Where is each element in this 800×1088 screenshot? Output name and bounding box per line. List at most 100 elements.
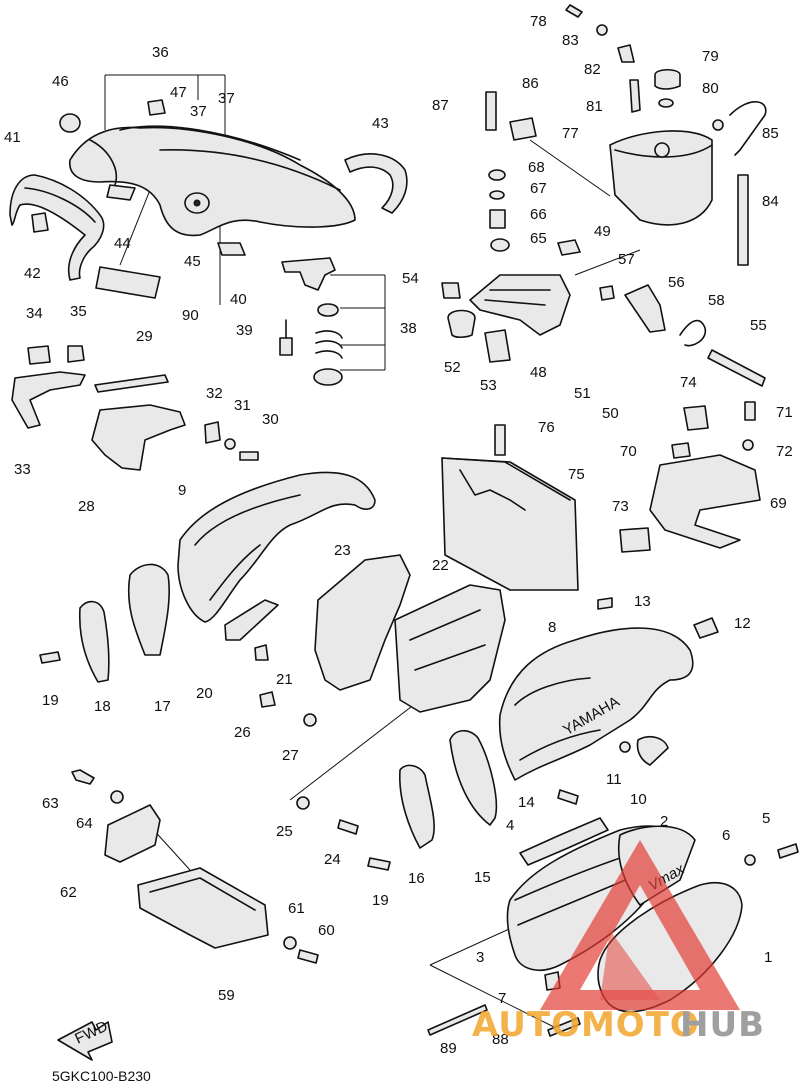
callout-74: 74	[680, 374, 697, 391]
callout-80: 80	[702, 80, 719, 97]
callout-33: 33	[14, 461, 31, 478]
part-callouts: 1 2 3 4 5 6 7 8 9 10 11 12 13 14 15 16 1…	[4, 13, 793, 1057]
callout-53: 53	[480, 377, 497, 394]
callout-54: 54	[402, 270, 419, 287]
callout-6: 6	[722, 827, 730, 844]
callout-12: 12	[734, 615, 751, 632]
center-brackets	[259, 554, 506, 835]
callout-44: 44	[114, 235, 131, 252]
callout-47: 47	[170, 84, 187, 101]
callout-28: 28	[78, 498, 95, 515]
callout-46: 46	[52, 73, 69, 90]
seat-lock-assembly	[279, 257, 343, 386]
callout-19b: 19	[372, 892, 389, 909]
callout-88: 88	[492, 1031, 509, 1048]
lower-side-covers: Vmax	[506, 817, 799, 1013]
seat-cowl-assembly	[9, 99, 408, 299]
callout-5: 5	[762, 810, 770, 827]
callout-60: 60	[318, 922, 335, 939]
callout-63: 63	[42, 795, 59, 812]
callout-73: 73	[612, 498, 629, 515]
callout-35: 35	[70, 303, 87, 320]
callout-42: 42	[24, 265, 41, 282]
callout-8: 8	[548, 619, 556, 636]
callout-19a: 19	[42, 692, 59, 709]
callout-68: 68	[528, 159, 545, 176]
callout-77: 77	[562, 125, 579, 142]
callout-32: 32	[206, 385, 223, 402]
callout-15: 15	[474, 869, 491, 886]
battery-box	[441, 424, 579, 591]
callout-85: 85	[762, 125, 779, 142]
callout-22: 22	[432, 557, 449, 574]
callout-62: 62	[60, 884, 77, 901]
callout-37b: 37	[218, 90, 235, 107]
callout-14: 14	[518, 794, 535, 811]
callout-9: 9	[178, 482, 186, 499]
callout-58: 58	[708, 292, 725, 309]
callout-10: 10	[630, 791, 647, 808]
callout-89: 89	[440, 1040, 457, 1057]
callout-34: 34	[26, 305, 43, 322]
callout-30: 30	[262, 411, 279, 428]
bracket-assembly-69	[619, 401, 761, 553]
callout-78: 78	[530, 13, 547, 30]
callout-87: 87	[432, 97, 449, 114]
callout-86: 86	[522, 75, 539, 92]
callout-72: 72	[776, 443, 793, 460]
callout-59: 59	[218, 987, 235, 1004]
callout-45: 45	[184, 253, 201, 270]
callout-37a: 37	[190, 103, 207, 120]
inner-panels	[367, 729, 498, 871]
callout-41: 41	[4, 129, 21, 146]
callout-21: 21	[276, 671, 293, 688]
callout-81: 81	[586, 98, 603, 115]
left-cover-parts	[39, 471, 376, 683]
lower-left-brackets	[71, 769, 319, 964]
callout-51: 51	[574, 385, 591, 402]
callout-7: 7	[498, 990, 506, 1007]
callout-16: 16	[408, 870, 425, 887]
callout-82: 82	[584, 61, 601, 78]
rods	[427, 1004, 581, 1037]
callout-23: 23	[334, 542, 351, 559]
callout-56: 56	[668, 274, 685, 291]
callout-40: 40	[230, 291, 247, 308]
automotohub-watermark: AUTOMOTO HUB	[472, 840, 764, 1045]
callout-83: 83	[562, 32, 579, 49]
callout-61: 61	[288, 900, 305, 917]
callout-69: 69	[770, 495, 787, 512]
callout-84: 84	[762, 193, 779, 210]
callout-75: 75	[568, 466, 585, 483]
left-small-parts	[11, 345, 259, 471]
callout-52: 52	[444, 359, 461, 376]
callout-43: 43	[372, 115, 389, 132]
callout-66: 66	[530, 206, 547, 223]
callout-79: 79	[702, 48, 719, 65]
watermark-brand-automoto: AUTOMOTO	[472, 1005, 700, 1045]
callout-36: 36	[152, 44, 169, 61]
side-cover-8: YAMAHA	[498, 597, 719, 805]
diagram-code: 5GKC100-B230	[52, 1068, 151, 1084]
reservoir-assembly	[565, 4, 767, 266]
callout-76: 76	[538, 419, 555, 436]
callout-70: 70	[620, 443, 637, 460]
callout-64: 64	[76, 815, 93, 832]
callout-67: 67	[530, 180, 547, 197]
bracket-assembly-48	[441, 91, 766, 387]
callout-39: 39	[236, 322, 253, 339]
callout-29: 29	[136, 328, 153, 345]
callout-17: 17	[154, 698, 171, 715]
callout-71: 71	[776, 404, 793, 421]
callout-4: 4	[506, 817, 514, 834]
callout-18: 18	[94, 698, 111, 715]
callout-65: 65	[530, 230, 547, 247]
callout-2: 2	[660, 813, 668, 830]
callout-25: 25	[276, 823, 293, 840]
callout-57: 57	[618, 251, 635, 268]
callout-20: 20	[196, 685, 213, 702]
callout-24: 24	[324, 851, 341, 868]
watermark-logo-triangle	[540, 840, 740, 1010]
callout-55: 55	[750, 317, 767, 334]
